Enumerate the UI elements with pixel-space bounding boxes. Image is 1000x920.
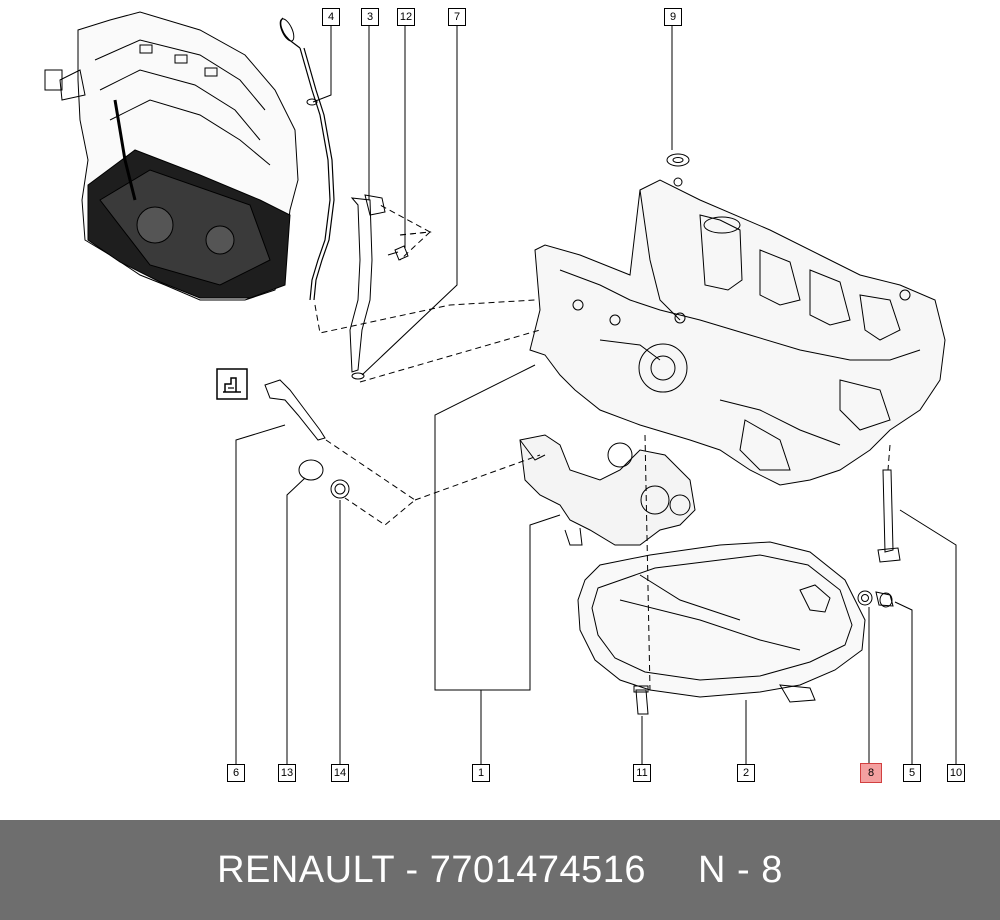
callout-3[interactable]: 3 (361, 8, 379, 26)
reference-book-icon (216, 368, 248, 400)
engine-overview-icon (44, 11, 299, 301)
callout-1[interactable]: 1 (472, 764, 490, 782)
footer-caption-bar: RENAULT - 7701474516 N - 8 (0, 820, 1000, 920)
position-code: N - 8 (698, 848, 783, 891)
callout-7[interactable]: 7 (448, 8, 466, 26)
callout-13[interactable]: 13 (278, 764, 296, 782)
callout-9[interactable]: 9 (664, 8, 682, 26)
callout-10[interactable]: 10 (947, 764, 965, 782)
callout-12[interactable]: 12 (397, 8, 415, 26)
callout-6[interactable]: 6 (227, 764, 245, 782)
callout-14[interactable]: 14 (331, 764, 349, 782)
callout-5[interactable]: 5 (903, 764, 921, 782)
callout-2[interactable]: 2 (737, 764, 755, 782)
callout-4[interactable]: 4 (322, 8, 340, 26)
exploded-parts-diagram (44, 11, 957, 764)
brand-part-number: RENAULT - 7701474516 (217, 848, 647, 891)
callout-11[interactable]: 11 (633, 764, 651, 782)
callout-8-highlighted[interactable]: 8 (860, 763, 882, 783)
